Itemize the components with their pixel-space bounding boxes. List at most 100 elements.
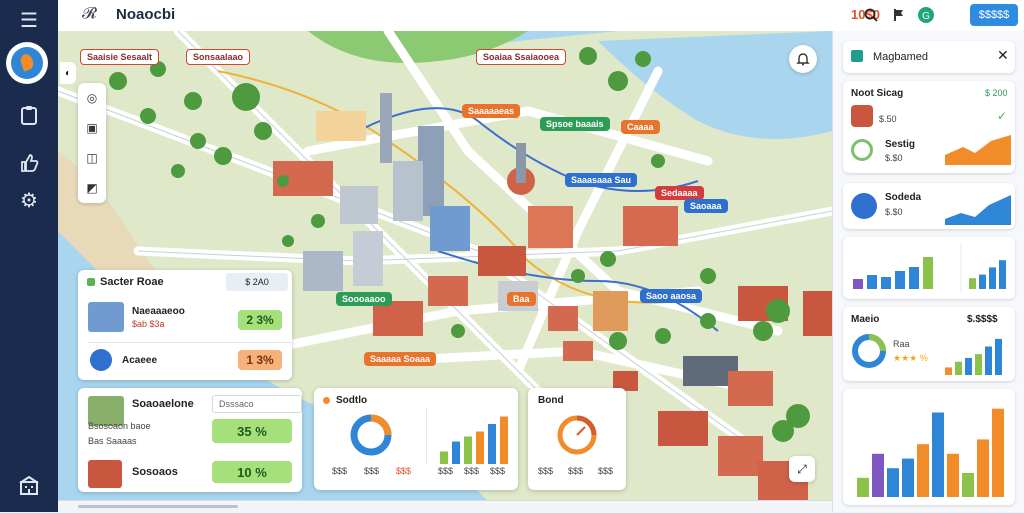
card-value: $.$$$$ (967, 314, 998, 325)
building-thumbnail (88, 302, 124, 332)
donut-chart (350, 414, 392, 456)
card-title: Sodtlo (336, 395, 368, 406)
donut-card-2: Bond $$$ $$$ $$$ (528, 388, 626, 490)
map-tool-palette: ◎ ▣ ◫ ◩ (78, 83, 106, 203)
thumbs-up-icon[interactable] (0, 143, 58, 183)
row2-badge: 10 % (212, 461, 292, 483)
gear-icon[interactable]: ⚙ (20, 189, 38, 212)
area-chart-blue (945, 195, 1011, 225)
card-sub: $.$0 (885, 207, 903, 217)
close-icon[interactable]: ✕ (997, 47, 1009, 63)
mini-bar-left-1 (853, 279, 863, 289)
map-pin-1[interactable]: Saaisie Sesaalt (80, 49, 160, 65)
measure-icon[interactable]: ◩ (86, 181, 98, 195)
big-chart-bar-1 (857, 477, 869, 497)
progress-ring (851, 139, 873, 161)
big-chart-bar-5 (917, 444, 929, 497)
map-pin-6[interactable]: Caaaa (621, 120, 660, 134)
map-pin-7[interactable]: Saaasaaa Sau (565, 173, 638, 187)
mini-bar-left-4 (895, 271, 905, 289)
mini-bar-left-5 (909, 267, 919, 289)
tick-1: $$$ (538, 466, 554, 476)
map-scrollbar[interactable] (58, 500, 832, 513)
map-pin-2[interactable]: Sonsaalaao (186, 49, 251, 65)
row2-label: Sosoaos (132, 466, 178, 478)
donut-card-bar-3 (464, 436, 472, 464)
grouped-bar-chart (857, 408, 1004, 497)
map-pin-3[interactable]: Soaiaa Ssaiaooea (476, 49, 567, 65)
row1-sub: $ab $3a (132, 319, 165, 329)
tick-2: $$$ (364, 466, 380, 476)
big-chart-bar-6 (932, 412, 944, 497)
stat-card-bar-2 (955, 361, 962, 375)
mini-bar-left-2 (867, 275, 877, 289)
row2-label: Acaeee (122, 355, 158, 366)
filter-select[interactable]: Dsssaco (212, 395, 302, 413)
right-panel: Magbamed ✕ Noot Sicag $ 200 $.50 ✓ Sesti… (832, 31, 1024, 512)
big-chart-bar-9 (977, 439, 989, 497)
avatar-icon (90, 349, 112, 371)
mini-bar-right-4 (999, 260, 1006, 289)
clipboard-icon[interactable] (0, 95, 58, 135)
stat-card-bar-3 (965, 357, 972, 375)
stat-card-1: Noot Sicag $ 200 $.50 ✓ Sestig $.$0 (843, 81, 1015, 173)
donut-card-bar-4 (476, 431, 484, 464)
card2-title: Sestig (885, 139, 916, 150)
tick-3: $$$ (396, 466, 412, 476)
map-pin-10[interactable]: Soooaaoo (336, 292, 392, 306)
rating-stars: ★★★ % (893, 353, 928, 363)
layers-icon[interactable]: ▣ (86, 121, 98, 135)
row2-badge: 1 3% (238, 350, 282, 370)
card-title: Bond (538, 395, 564, 406)
search-icon[interactable] (861, 5, 881, 25)
scroll-thumb[interactable] (78, 505, 238, 508)
donut-chart (852, 334, 886, 368)
map-pin-8[interactable]: Sedaaaa (655, 186, 704, 200)
area-chart-orange (945, 135, 1011, 165)
flag-icon[interactable] (889, 5, 909, 25)
location-thumbnail (88, 396, 124, 426)
status-dot-icon (323, 397, 330, 404)
app-logo[interactable] (6, 42, 48, 84)
donut-card-bar-5 (488, 424, 496, 464)
map-pin-11[interactable]: Baa (507, 292, 536, 306)
map-pin-5[interactable]: Spsoe baaais (540, 117, 610, 131)
collapse-panel-icon[interactable]: ◐ (60, 62, 76, 84)
donut-card-1: Sodtlo $$$ $$$ $$$ $$$ $$$ $$$ (314, 388, 518, 490)
primary-action-button[interactable]: $$$$$ (970, 4, 1018, 26)
big-chart-bar-7 (947, 453, 959, 497)
donut-card-bar-1 (440, 451, 448, 464)
card2-sub: $.$0 (885, 153, 903, 163)
card-sub: $.50 (879, 114, 897, 124)
stat-card-5: Maeio $.$$$$ Raa ★★★ % (843, 307, 1015, 381)
tick-6: $$$ (490, 466, 506, 476)
hamburger-menu-icon[interactable]: ☰ (20, 9, 38, 32)
map-pin-9[interactable]: Saoaaa (684, 199, 728, 213)
map-pin-13[interactable]: Saaaaa Soaaa (364, 352, 437, 366)
tick-5: $$$ (464, 466, 480, 476)
panel-header: Magbamed ✕ (843, 41, 1015, 73)
tick-2: $$$ (568, 466, 584, 476)
locate-icon[interactable]: ◎ (86, 91, 98, 105)
camera-icon[interactable]: ◫ (86, 151, 98, 165)
stat-card-bar-6 (995, 338, 1002, 375)
row1-label: Naeaaaeoo (132, 306, 185, 317)
building-icon[interactable] (0, 466, 58, 506)
map-pin-4[interactable]: Saaaaaeas (462, 104, 521, 118)
mini-charts-card (843, 237, 1015, 299)
fullscreen-icon[interactable]: ⤢ (789, 456, 815, 482)
card-title: Sodeda (885, 192, 922, 203)
overlay-card-routes: Sacter Roae $ 2A0 Naeaaaeoo $ab $3a 2 3%… (78, 270, 292, 380)
big-chart-bar-3 (887, 468, 899, 497)
map-pin-12[interactable]: Saoo aaosa (640, 289, 703, 303)
big-chart-card (843, 389, 1015, 505)
row1-sub2: Bas Saaaas (88, 436, 137, 446)
donut-card-bar-6 (500, 416, 508, 464)
card-title-value[interactable]: $ 2A0 (226, 273, 288, 291)
big-chart-bar-4 (902, 458, 914, 497)
stat-card-bar-5 (985, 346, 992, 375)
check-icon: ✓ (997, 109, 1008, 123)
route-icon[interactable]: 𝓡 (82, 5, 97, 22)
status-circle-icon[interactable]: G (916, 5, 936, 25)
bell-icon[interactable] (789, 45, 817, 73)
